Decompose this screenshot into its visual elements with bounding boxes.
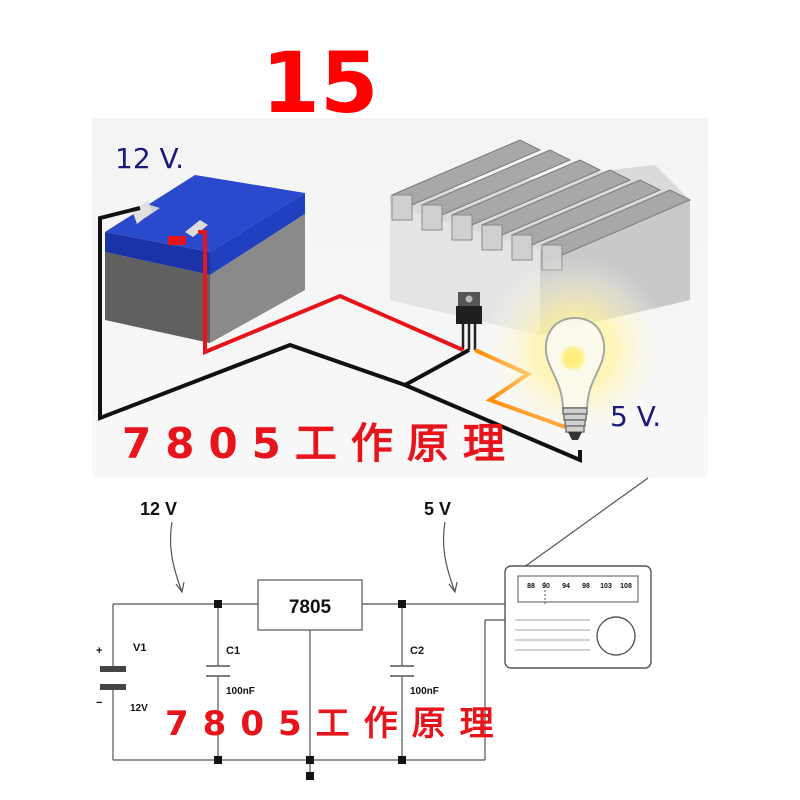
- positive-wire: [198, 230, 464, 355]
- radio-scale-108: 108: [620, 583, 632, 590]
- regulator-box: [257, 579, 363, 631]
- source-value: 12V: [130, 703, 148, 714]
- radio-scale-94: 94: [562, 583, 570, 590]
- ground-wire-branch: [404, 348, 470, 387]
- radio-scale-103: 103: [600, 583, 612, 590]
- c1-name: C1: [226, 645, 240, 657]
- radio-scale-88: 88: [527, 583, 535, 590]
- c2-value: 100nF: [410, 686, 439, 697]
- capacitor-c2: [390, 665, 414, 677]
- source-plus-sign: +: [96, 645, 102, 657]
- illustration-title: 7805工作原理: [122, 419, 519, 468]
- c1-value: 100nF: [226, 686, 255, 697]
- output-voltage-label: 5 V: [424, 499, 451, 519]
- header-number: 15: [262, 34, 379, 132]
- c2-name: C2: [410, 645, 424, 657]
- battery-positive-terminal: [185, 220, 208, 237]
- ground-wire: [98, 206, 582, 464]
- regulator-label: 7805: [289, 597, 332, 618]
- radio-scale-90: 90: [542, 583, 550, 590]
- light-bulb: [480, 255, 670, 445]
- radio-tuning-knob: [596, 616, 636, 656]
- battery-voltage-label: 12 V.: [115, 142, 184, 175]
- radio: 88 90 94 98 103 108: [504, 565, 652, 669]
- radio-tuning-scale: 88 90 94 98 103 108: [527, 583, 632, 590]
- regulator-chip: [456, 292, 482, 350]
- capacitor-c1: [206, 665, 230, 677]
- source-name: V1: [133, 642, 146, 654]
- schematic: [112, 477, 649, 778]
- radio-scale-98: 98: [582, 583, 590, 590]
- radio-speaker-grille: [515, 619, 590, 651]
- source-v1-symbol: [100, 666, 126, 690]
- input-voltage-label: 12 V: [140, 499, 177, 519]
- source-minus-sign: −: [96, 697, 102, 709]
- schematic-title: 7805工作原理: [165, 704, 508, 744]
- junction-dots: [214, 600, 406, 780]
- battery: [105, 175, 305, 343]
- lamp-voltage-label: 5 V.: [610, 400, 661, 433]
